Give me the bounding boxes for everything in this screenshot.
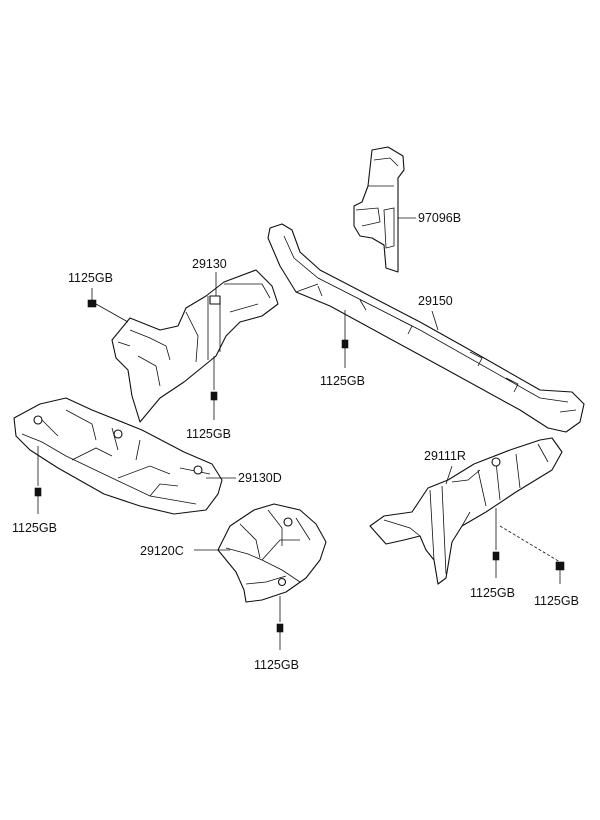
- part-29130: [111, 269, 279, 423]
- label-97096b: 97096B: [418, 211, 461, 225]
- label-bolt-top-left: 1125GB: [68, 271, 113, 285]
- part-29120c: [217, 503, 327, 603]
- bolt-far-right: [555, 561, 565, 571]
- bolt-29130: [210, 391, 218, 401]
- bolt-29111r: [492, 551, 500, 561]
- label-bolt-29111r: 1125GB: [470, 586, 515, 600]
- label-29111r: 29111R: [424, 449, 466, 463]
- label-29130: 29130: [192, 257, 227, 271]
- label-bolt-29130: 1125GB: [186, 427, 231, 441]
- label-bolt-far-right: 1125GB: [534, 594, 579, 608]
- label-bolt-29130d: 1125GB: [12, 521, 57, 535]
- part-29150: [267, 223, 585, 433]
- part-29130d: [13, 397, 223, 515]
- label-bolt-29150: 1125GB: [320, 374, 365, 388]
- bolt-29150: [341, 339, 349, 349]
- bolt-top-left: [87, 299, 97, 308]
- part-29111r: [369, 437, 563, 585]
- bolt-29120c: [276, 623, 284, 633]
- label-29120c: 29120C: [140, 544, 184, 558]
- label-29150: 29150: [418, 294, 453, 308]
- label-29130d: 29130D: [238, 471, 282, 485]
- bolt-29130d: [34, 487, 42, 497]
- label-bolt-29120c: 1125GB: [254, 658, 299, 672]
- leader-29111r: [445, 465, 453, 485]
- part-97096b: [353, 146, 405, 273]
- leader-29150: [431, 310, 439, 331]
